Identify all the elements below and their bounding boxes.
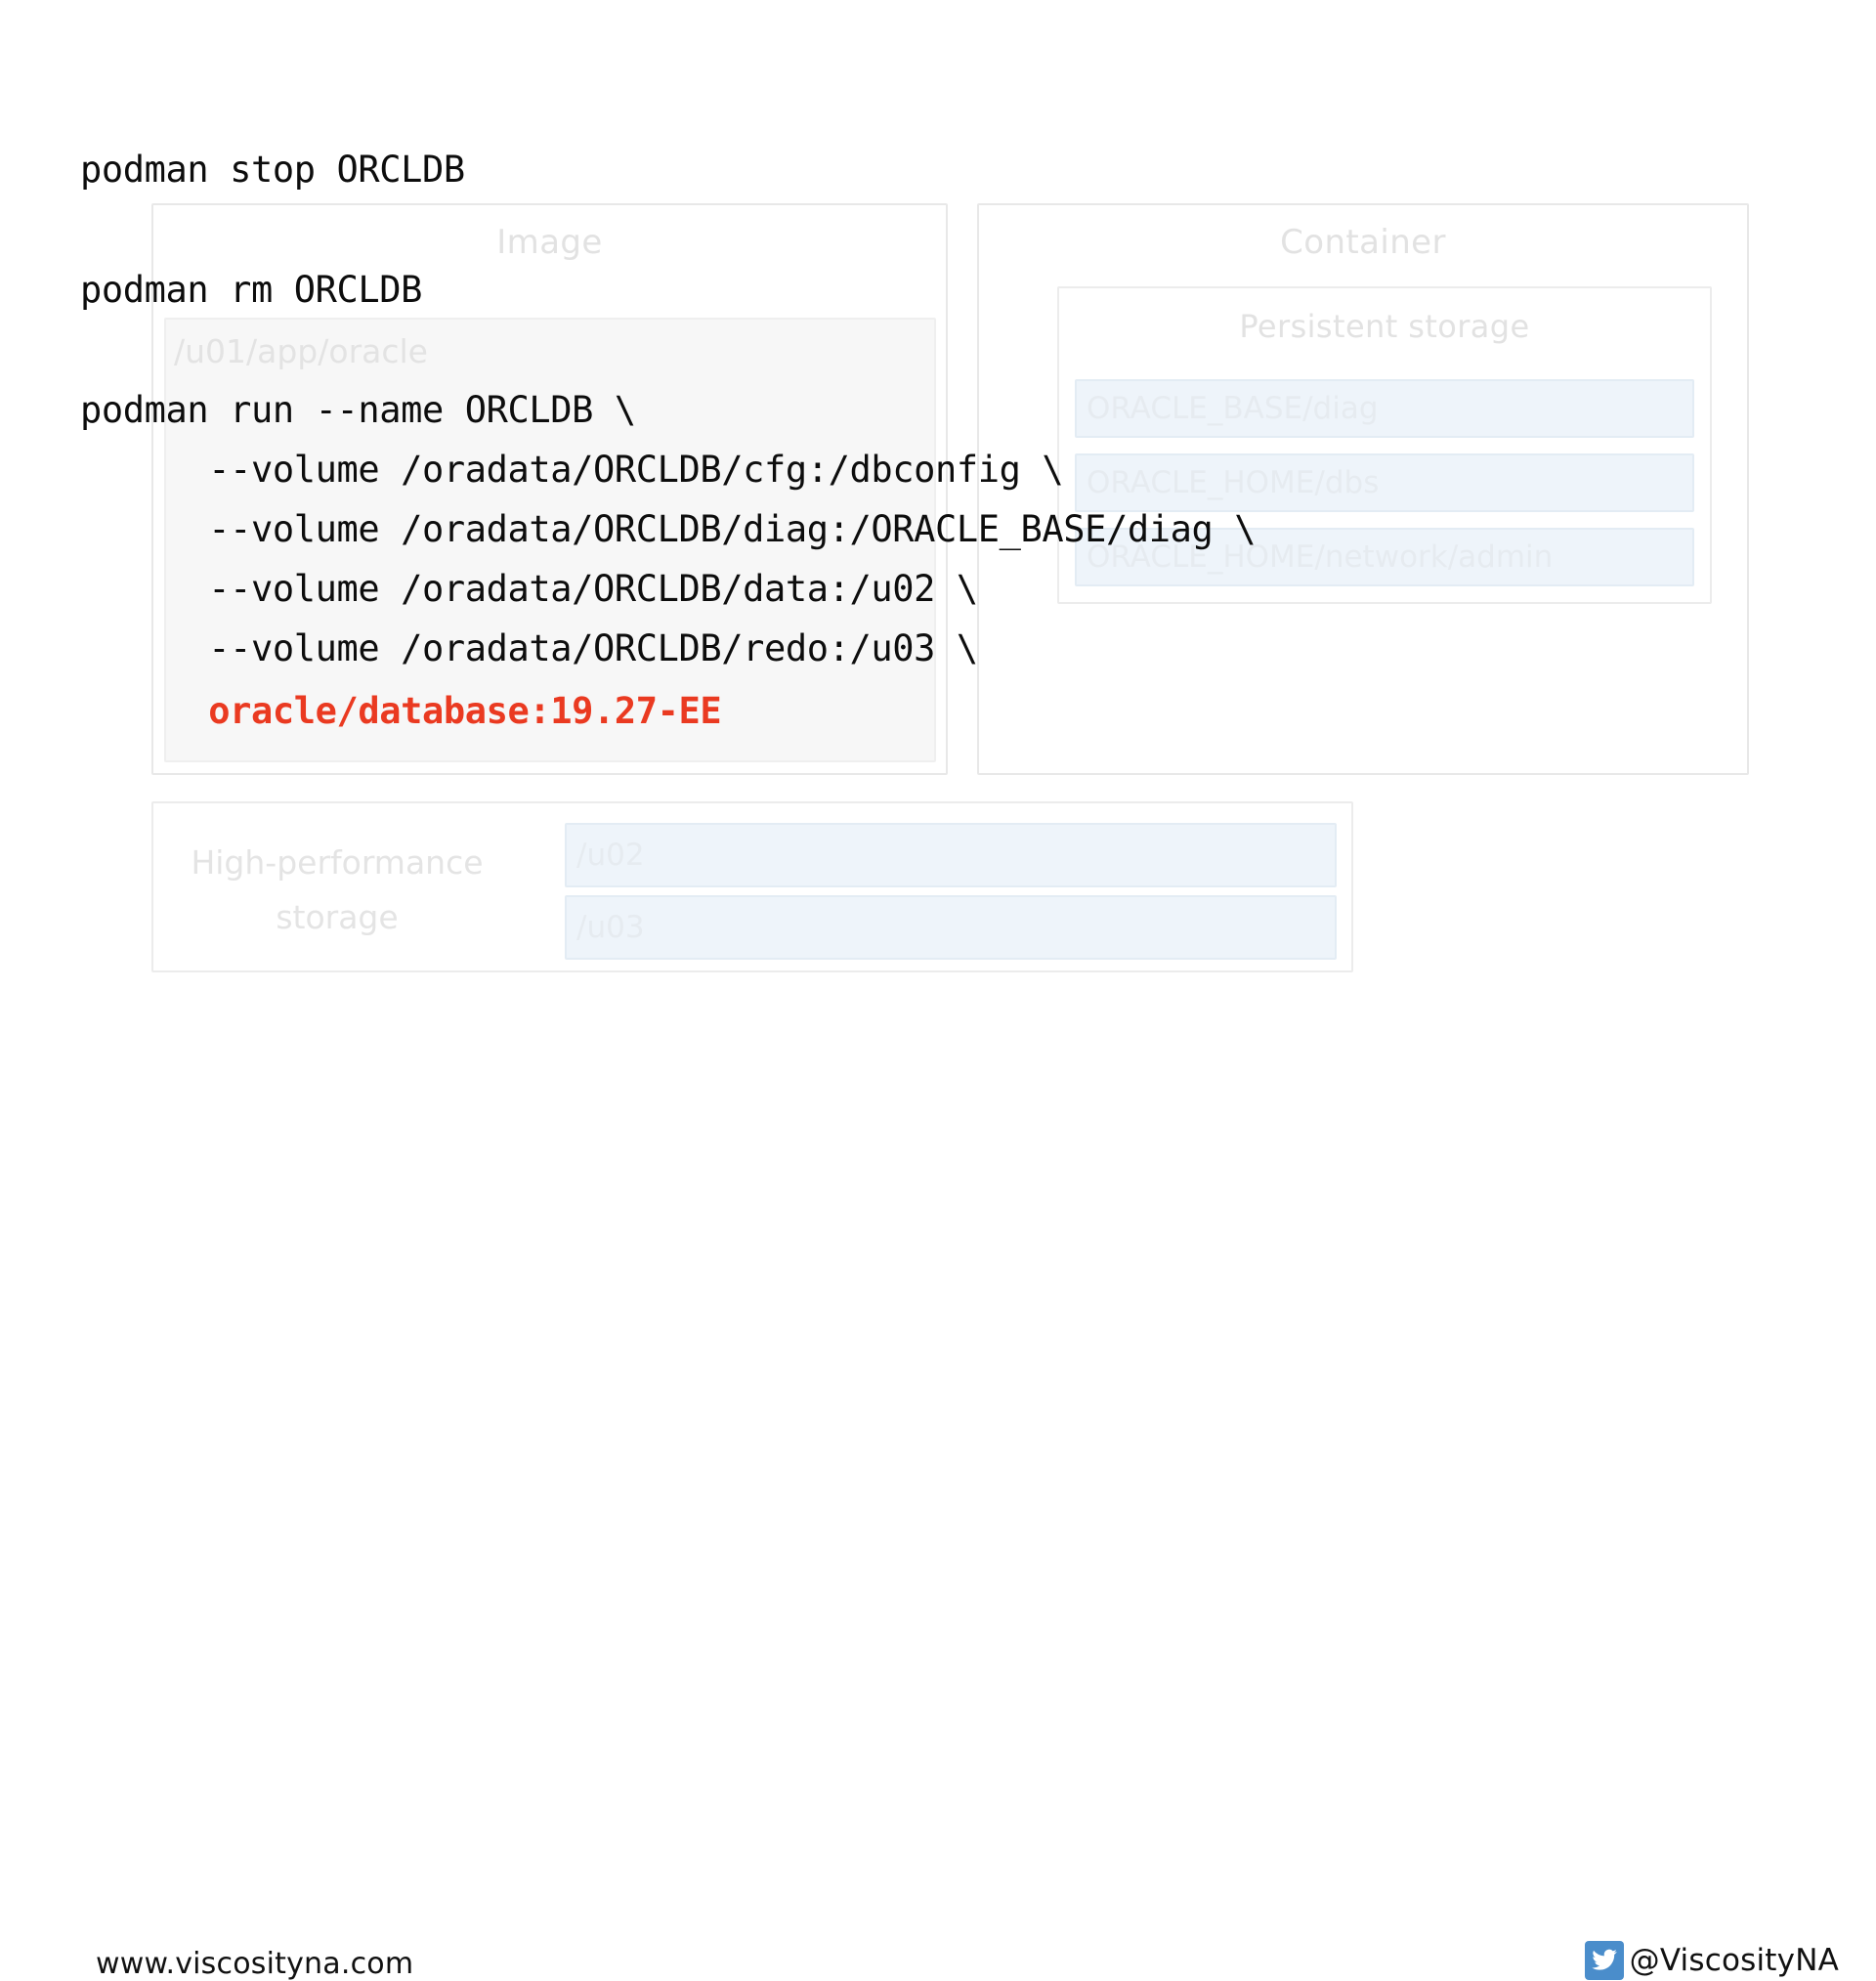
- storage-slot-label: ORACLE_HOME/dbs: [1087, 465, 1380, 500]
- storage-slot-label: ORACLE_HOME/network/admin: [1087, 539, 1554, 575]
- code-line: podman rm ORCLDB: [80, 269, 423, 311]
- high-performance-storage-box: [151, 801, 1353, 972]
- storage-slot: [1075, 379, 1694, 438]
- command-code-block: podman stop ORCLDB podman rm ORCLDB podman…: [80, 149, 1257, 732]
- code-line: --volume /oradata/ORCLDB/redo:/u03 \: [80, 627, 978, 669]
- high-performance-storage-label: High-performance storage: [191, 843, 484, 936]
- code-line: podman run --name ORCLDB \: [80, 389, 636, 431]
- image-inner-path-label: /u01/app/oracle: [174, 332, 428, 370]
- code-line: --volume /oradata/ORCLDB/cfg:/dbconfig \: [80, 449, 1064, 491]
- twitter-bird-icon: [1584, 1941, 1624, 1980]
- image-inner-box: [164, 318, 936, 762]
- storage-slot: [565, 895, 1337, 960]
- storage-slot-label: /u02: [576, 838, 645, 873]
- diagram-layer: Image /u01/app/oracle Container Persiste…: [151, 203, 1749, 972]
- storage-slot-label: ORACLE_BASE/diag: [1087, 391, 1379, 426]
- persistent-storage-box: Persistent storage: [1057, 286, 1712, 604]
- storage-slot-label: /u03: [576, 910, 645, 945]
- container-box: Container: [977, 203, 1749, 775]
- code-line: --volume /oradata/ORCLDB/data:/u02 \: [80, 568, 978, 610]
- storage-slot: [1075, 453, 1694, 512]
- container-box-title: Container: [1280, 223, 1446, 262]
- storage-slot: [1075, 528, 1694, 586]
- image-box-title: Image: [496, 223, 603, 262]
- twitter-credit: @ViscosityNA: [1584, 1941, 1839, 1980]
- footer: www.viscosityna.com @ViscosityNA: [0, 958, 1876, 1981]
- code-line: oracle/database:19.27-EE: [80, 690, 722, 732]
- image-box: Image: [151, 203, 948, 775]
- storage-slot: [565, 823, 1337, 887]
- persistent-storage-title: Persistent storage: [1239, 308, 1530, 345]
- code-line: --volume /oradata/ORCLDB/diag:/ORACLE_BA…: [80, 508, 1257, 550]
- site-url-label: www.viscosityna.com: [96, 1947, 414, 1981]
- code-line: podman stop ORCLDB: [80, 149, 465, 191]
- twitter-handle-label: @ViscosityNA: [1629, 1943, 1839, 1978]
